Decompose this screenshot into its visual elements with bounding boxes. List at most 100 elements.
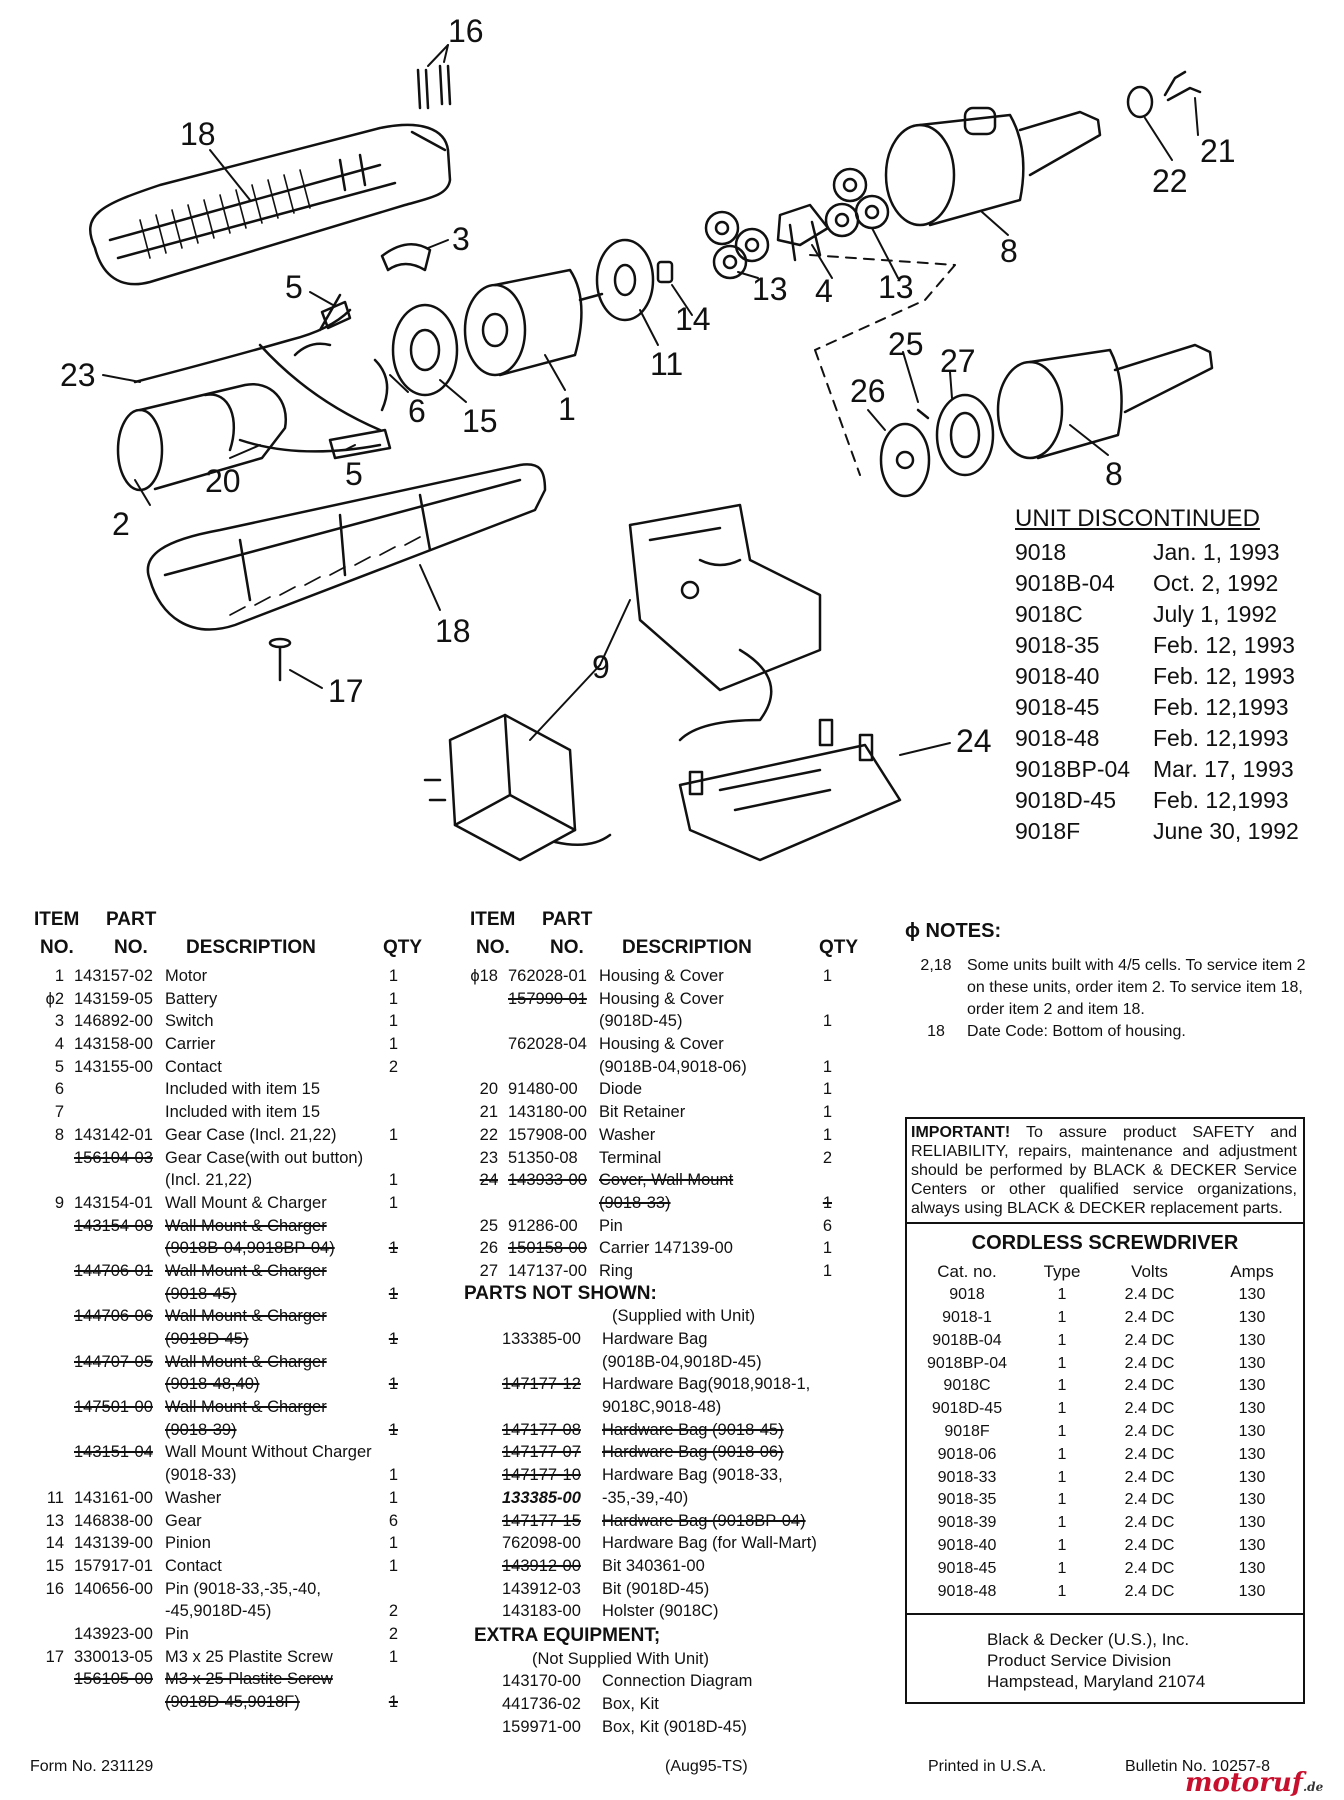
part-pin-small [916,408,930,420]
header-item: ITEM [470,909,516,930]
spec-catno: 9018-35 [937,1491,997,1509]
manufacturer-line: Black & Decker (U.S.), Inc. [987,1629,1190,1649]
part-description: Terminal [599,1148,662,1167]
part-description: Included with item 15 [165,1080,321,1099]
item-number: 8 [54,1125,64,1144]
spec-amps: 130 [1238,1536,1266,1554]
spec-catno: 9018-06 [937,1445,997,1463]
spec-amps: 130 [1238,1468,1266,1486]
header-item: ITEM [34,909,80,930]
part-quantity: 1 [822,1012,832,1031]
header-item-no: NO. [40,937,74,958]
spec-volts: 2.4 DC [1124,1536,1175,1554]
unit-discontinued-title: UNIT DISCONTINUED [1015,505,1260,532]
part-description: Washer [599,1125,656,1144]
part-number: 91480-00 [508,1080,578,1099]
header-part: PART [542,909,593,930]
part-description: Box, Kit (9018D-45) [602,1717,747,1736]
spec-volts: 2.4 DC [1124,1422,1175,1440]
item-number: 6 [54,1080,64,1099]
discontinued-date: Mar. 17, 1993 [1153,756,1294,782]
header-description: DESCRIPTION [622,937,752,958]
spec-catno: 9018-33 [937,1468,997,1486]
part-gear-case-upper [884,106,1102,227]
part-quantity: 1 [388,1193,398,1212]
part-quantity: 1 [388,1284,398,1303]
part-description: -35,-39,-40) [602,1488,689,1507]
part-description: Pin [165,1624,189,1643]
part-description: (9018-45) [165,1284,237,1303]
item-number: 9 [54,1193,64,1212]
part-description: Carrier [165,1035,216,1054]
spec-volts: 2.4 DC [1124,1308,1175,1326]
discontinued-date: Feb. 12,1993 [1153,787,1289,813]
header-qty: QTY [819,937,859,958]
discontinued-date: Feb. 12, 1993 [1153,632,1295,658]
part-pins [416,64,452,110]
part-screw [268,637,292,682]
table-row: (Incl. 21,22)1 [28,1170,438,1193]
spec-type: 1 [1057,1468,1067,1486]
callout-17: 17 [328,673,364,709]
callout-26: 26 [850,373,886,409]
part-description: (9018B-04,9018-06) [599,1057,747,1076]
footer-form-number: Form No. 231129 [30,1758,154,1775]
part-description: Carrier 147139-00 [599,1239,733,1258]
part-quantity: 1 [388,1375,398,1394]
spec-type: 1 [1057,1400,1067,1418]
part-gears-right [824,167,890,238]
note-key: 18 [927,1023,945,1040]
wiring [133,293,382,453]
list-item: 441736-02 Box, Kit [462,1694,872,1717]
part-description: Included with item 15 [165,1103,321,1122]
part-description: Hardware Bag [602,1330,708,1348]
callout-numbers: 16 18 3 5 23 6 15 1 11 14 13 4 13 8 22 2… [60,13,1236,759]
part-number: 140656-00 [74,1579,153,1598]
part-quantity: 1 [388,967,398,985]
part-description: Gear [165,1511,202,1530]
part-number: 144706-06 [74,1307,153,1326]
part-number: 143151-04 [74,1443,153,1462]
spec-type: 1 [1057,1559,1067,1577]
part-number: 441736-02 [502,1695,581,1713]
callout-3: 3 [452,221,470,257]
callout-14: 14 [675,301,711,337]
part-description: Box, Kit [602,1695,659,1713]
part-description: Motor [165,967,208,985]
part-washer-small [1126,85,1154,119]
spec-amps: 130 [1238,1514,1266,1532]
spec-amps: 130 [1238,1559,1266,1577]
part-carrier [776,203,830,262]
part-quantity: 1 [388,1647,398,1666]
part-number: 91286-00 [508,1216,578,1235]
spec-type: 1 [1057,1354,1067,1372]
item-number: 22 [479,1125,498,1144]
table-row: (9018-39)1 [28,1420,438,1443]
table-row: (9018-45) 1 [28,1284,438,1307]
part-description: Hardware Bag (9018-33, [602,1466,783,1485]
part-quantity: 1 [388,1488,398,1507]
part-quantity: 1 [388,1171,398,1190]
item-number: 14 [45,1534,64,1553]
part-description: Bit 340361-00 [602,1556,705,1575]
part-battery [116,382,288,492]
part-pinion [656,260,674,284]
callout-27: 27 [940,343,976,379]
part-number: 143142-01 [74,1125,153,1144]
part-quantity: 6 [822,1216,832,1235]
discontinued-model: 9018-40 [1015,663,1100,689]
spec-table-title: CORDLESS SCREWDRIVER [971,1232,1239,1254]
